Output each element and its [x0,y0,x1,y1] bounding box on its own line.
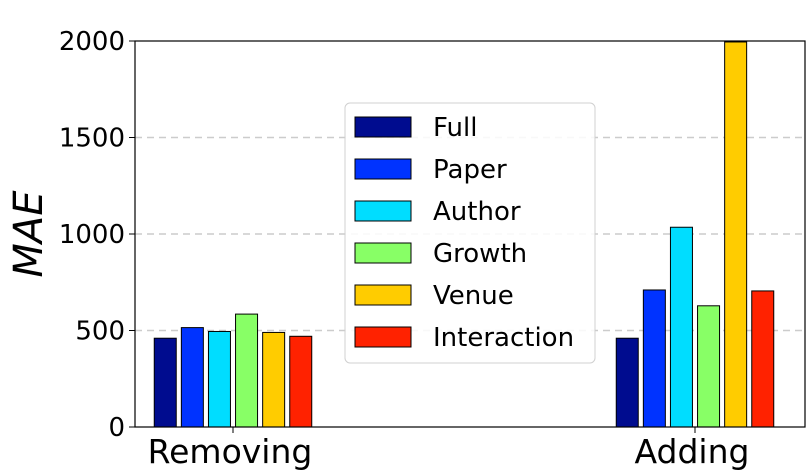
y-tick-label: 500 [75,317,125,347]
bar-author-removing [207,330,231,428]
legend-label: Venue [433,281,514,311]
legend-label: Author [433,197,521,227]
legend-label: Interaction [433,323,574,353]
legend-swatch [354,158,412,180]
legend-swatch [354,284,412,306]
legend-swatch [354,326,412,348]
legend-swatch [354,116,412,138]
legend-label: Full [433,113,477,143]
bar-full-removing [153,337,177,428]
y-tick-label: 0 [108,413,125,443]
legend-label: Paper [433,155,507,185]
legend-swatch [354,200,412,222]
y-axis-ticks: 0 500 1000 1500 2000 [59,27,135,443]
y-tick-label: 1000 [59,220,125,250]
bar-interaction-adding [751,290,775,428]
bar-paper-adding [642,289,666,428]
y-tick-label: 1500 [59,124,125,154]
bar-full-adding [615,337,639,428]
legend-label: Growth [433,239,527,269]
bar-venue-adding [724,41,748,428]
x-category-label: Removing [148,432,313,471]
bar-venue-removing [262,331,286,428]
y-axis-label: MAE [6,190,52,278]
bar-growth-adding [697,305,721,428]
bar-growth-removing [235,313,259,428]
x-axis-ticks: Removing Adding [148,427,750,471]
bar-interaction-removing [289,335,313,428]
y-tick-label: 2000 [59,27,125,57]
bar-author-adding [669,226,693,428]
x-category-label: Adding [635,432,750,471]
legend-swatch [354,242,412,264]
bar-paper-removing [180,327,204,428]
